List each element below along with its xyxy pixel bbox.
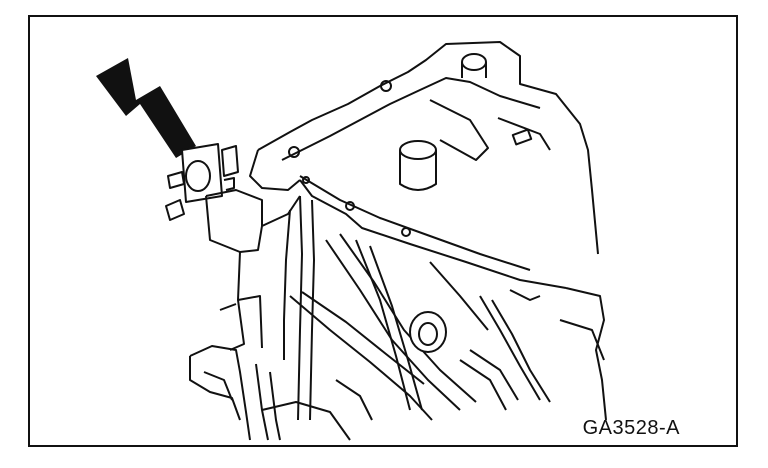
case-housing bbox=[189, 41, 607, 441]
figure-frame bbox=[28, 15, 738, 447]
arrow-icon bbox=[96, 58, 196, 158]
figure-code: GA3528-A bbox=[582, 417, 680, 439]
bracket-clip bbox=[165, 143, 239, 221]
